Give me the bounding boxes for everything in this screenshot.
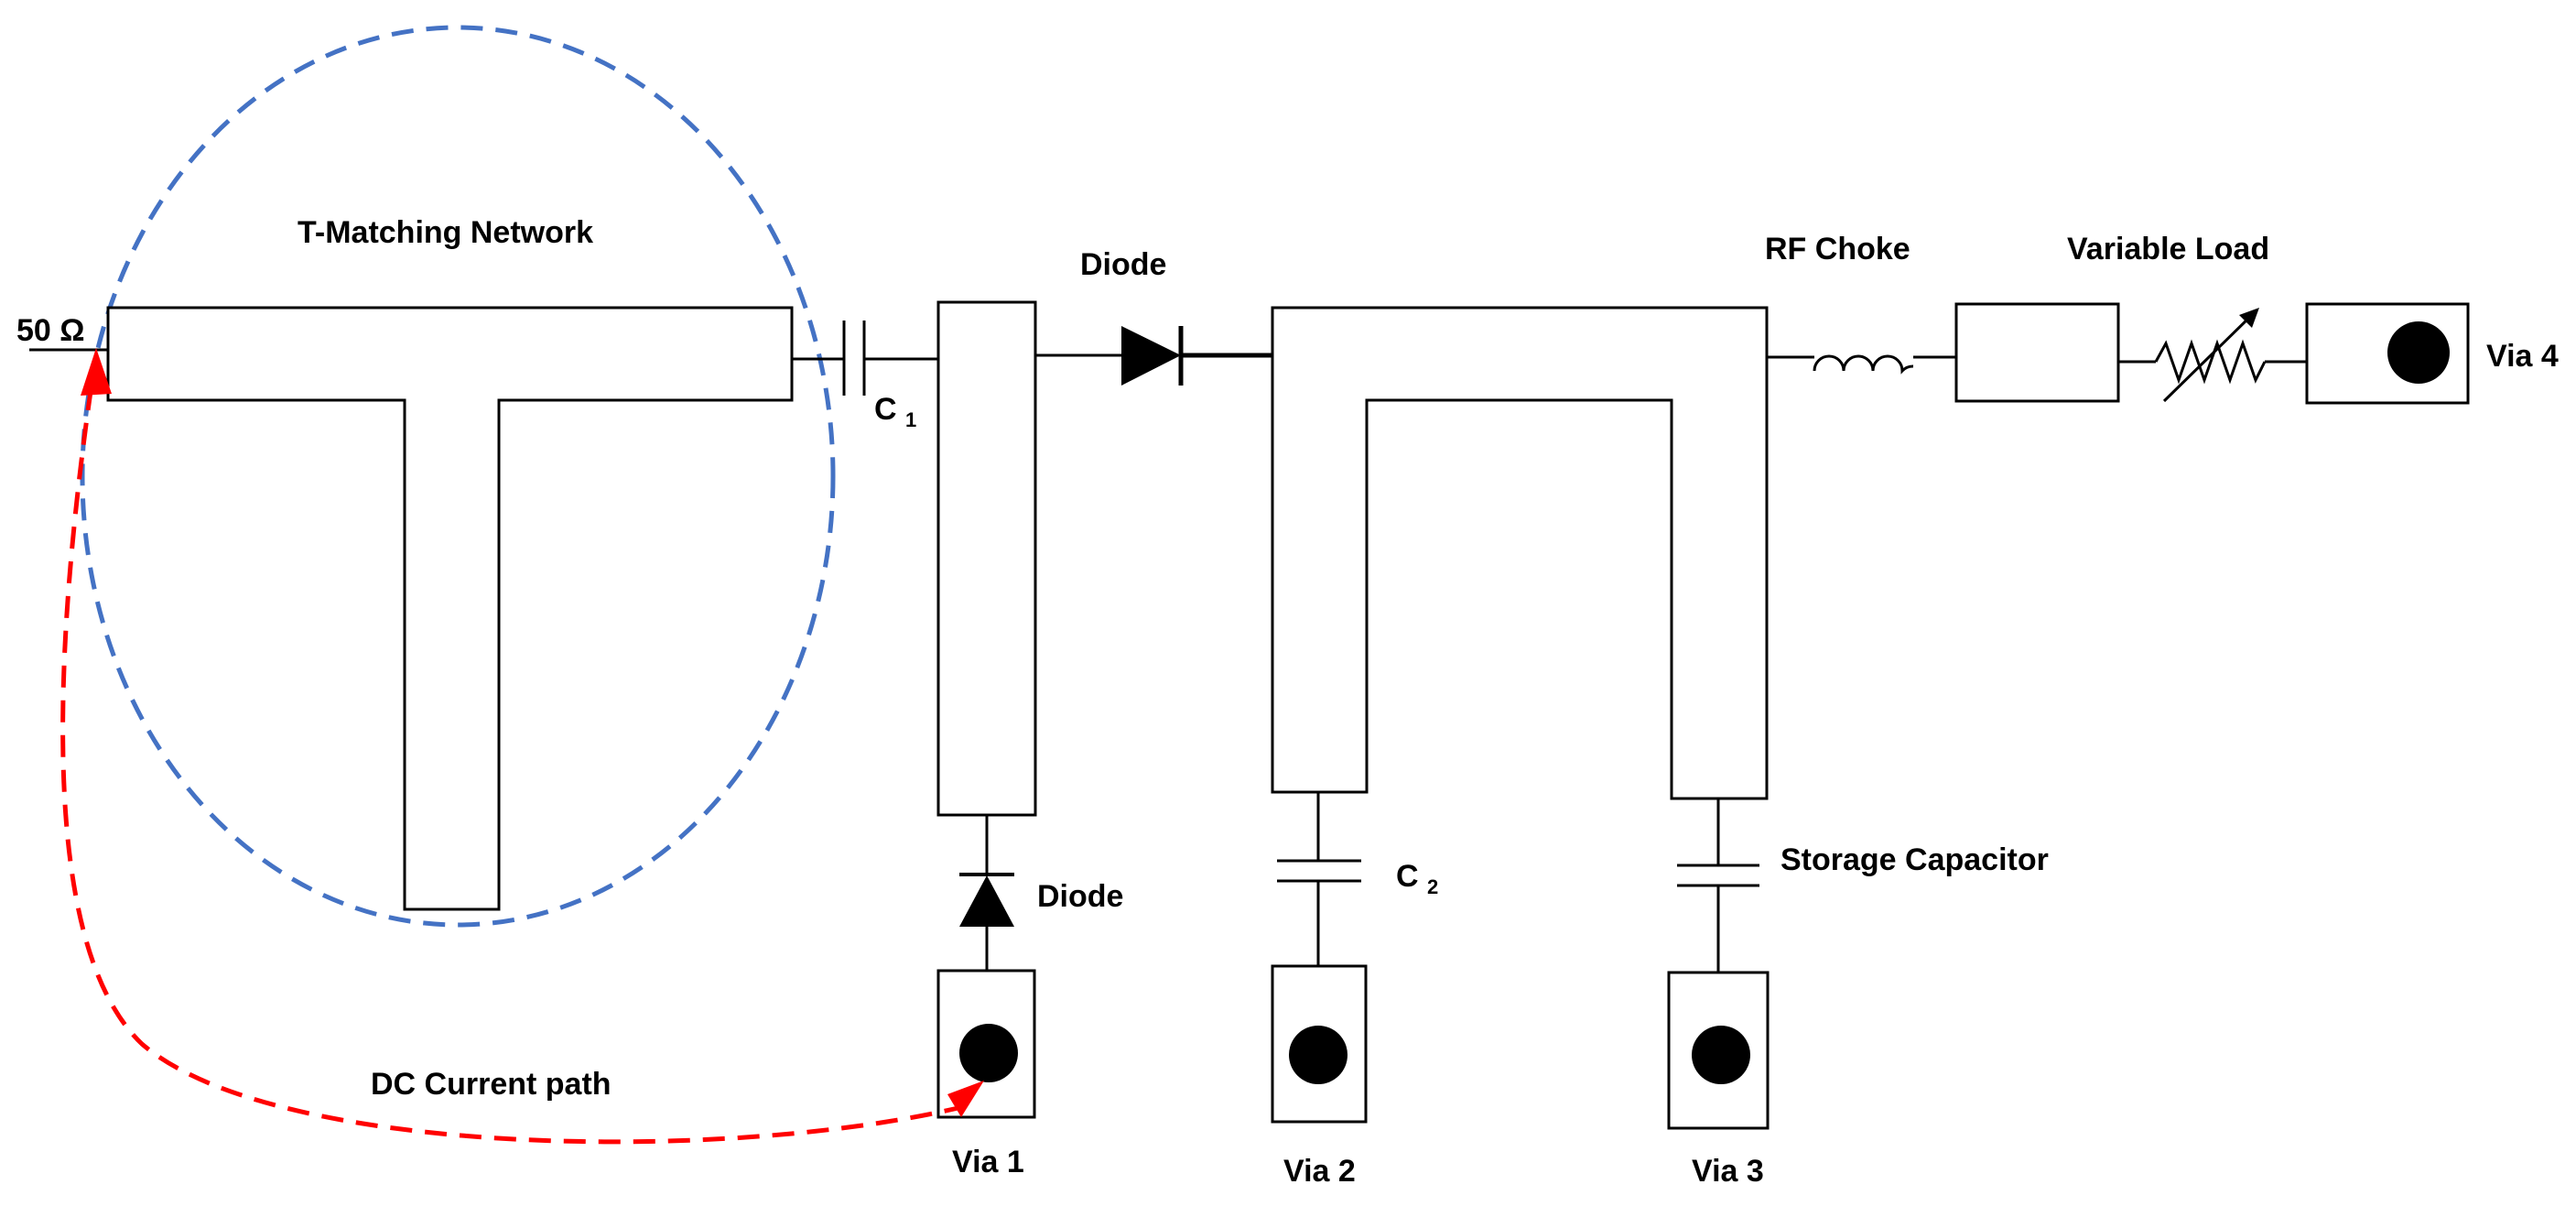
variable-resistor-arrow [2162, 311, 2256, 403]
t-matching-outline [80, 25, 836, 928]
rf-choke-inductor [1813, 354, 1914, 375]
capacitor-c1 [842, 321, 866, 396]
variable-resistor [2154, 339, 2267, 385]
storage-capacitor [1677, 864, 1759, 887]
t-matching-label: T-Matching Network [298, 215, 593, 250]
c2-label: C 2 [1396, 859, 1438, 898]
via-1-hole [959, 1024, 1018, 1082]
capacitor-c2 [1277, 859, 1361, 883]
c1-label-sub: 1 [905, 408, 916, 431]
diode-bottom-label: Diode [1037, 879, 1123, 914]
c2-label-main: C [1396, 859, 1419, 894]
dc-path-arrowhead-top [81, 348, 112, 396]
dc-current-path-label: DC Current path [371, 1067, 612, 1102]
diode-top-label: Diode [1080, 247, 1166, 282]
c1-label: C 1 [874, 392, 916, 431]
via-1-label: Via 1 [952, 1145, 1024, 1179]
dc-path-arrowhead-via1 [947, 1081, 984, 1117]
t-matching-stub [106, 306, 794, 911]
variable-load-label: Variable Load [2067, 232, 2269, 266]
variable-resistor-arrowhead [2239, 308, 2259, 328]
rf-choke-label: RF Choke [1765, 232, 1910, 266]
c2-label-sub: 2 [1427, 875, 1438, 898]
via-3-hole [1692, 1026, 1750, 1084]
c1-label-main: C [874, 392, 897, 427]
strip-2-u [1271, 306, 1769, 800]
via-4-label: Via 4 [2486, 339, 2559, 374]
via-2-hole [1289, 1026, 1348, 1084]
via-4-hole [2387, 321, 2450, 384]
load-block [1954, 302, 2120, 403]
series-diode [1121, 326, 1184, 386]
shunt-diode [959, 873, 1014, 927]
dc-current-path [60, 384, 967, 1145]
fifty-ohm-label: 50 Ω [16, 313, 85, 348]
via-2-label: Via 2 [1283, 1154, 1356, 1189]
via-3-label: Via 3 [1692, 1154, 1764, 1189]
strip-1 [936, 300, 1037, 817]
storage-capacitor-label: Storage Capacitor [1780, 842, 2049, 877]
